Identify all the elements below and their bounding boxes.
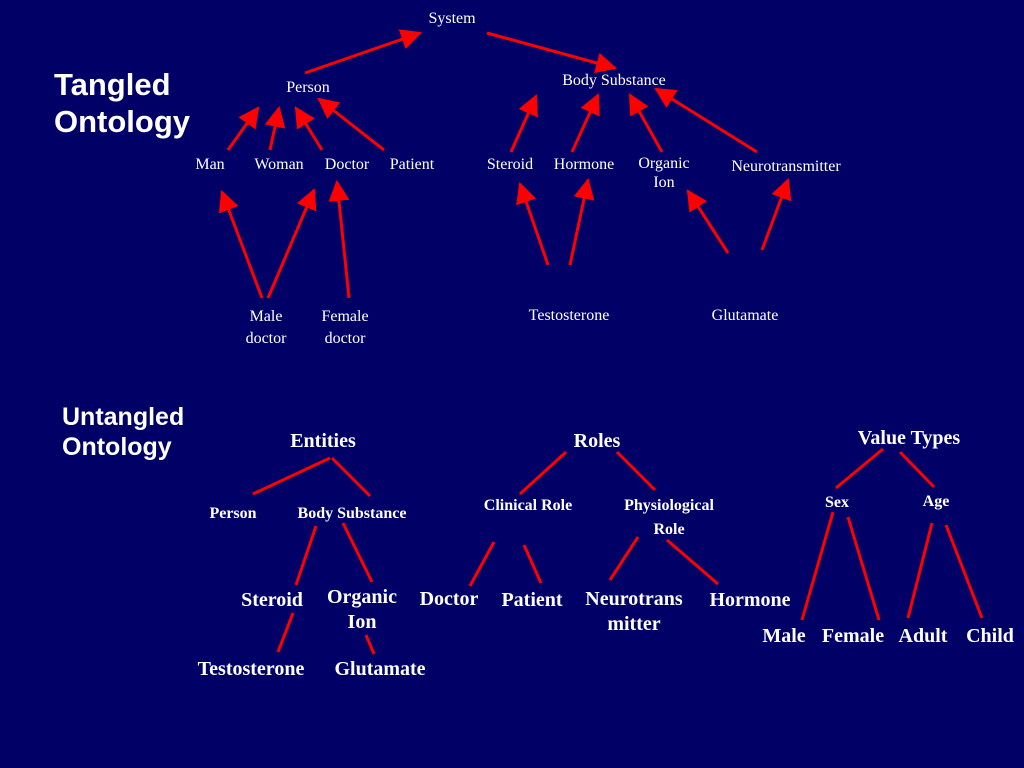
node-system: System: [428, 10, 476, 27]
node-sex: Sex: [825, 494, 849, 511]
untangled-line-12: [666, 538, 719, 586]
node-neurotransmitter: Neurotransmitter: [731, 158, 841, 175]
node-doctor-u: Doctor: [419, 588, 479, 610]
tangled-arrow-10: [654, 87, 758, 154]
node-body-substance: Body Substance: [562, 72, 666, 89]
node-doctor: Doctor: [324, 156, 370, 173]
tangled-arrow-4: [264, 105, 286, 151]
node-man: Man: [195, 156, 225, 173]
node-glutamate: Glutamate: [711, 307, 779, 324]
node-adult: Adult: [898, 625, 948, 647]
untangled-line-5: [835, 447, 884, 490]
node-woman: Woman: [254, 156, 304, 173]
tangled-arrow-8: [570, 93, 600, 153]
node-male-doctor: Male doctor: [245, 308, 287, 348]
node-hormone-u: Hormone: [709, 589, 791, 611]
untangled-line-15: [906, 522, 934, 619]
node-steroid-u: Steroid: [241, 589, 303, 611]
node-child: Child: [966, 625, 1014, 647]
tangled-arrow-17: [760, 178, 792, 251]
node-hormone: Hormone: [553, 156, 615, 173]
node-person-u: Person: [209, 505, 257, 522]
untangled-line-1: [252, 456, 331, 496]
node-clinical-role: Clinical Role: [483, 497, 573, 514]
untangled-line-4: [615, 450, 657, 492]
node-organic-ion-u: Organic Ion: [327, 586, 397, 633]
node-body-substance-u: Body Substance: [297, 505, 407, 522]
node-female-doctor: Female doctor: [321, 308, 369, 348]
untangled-line-6: [898, 450, 936, 489]
node-person: Person: [286, 79, 330, 96]
node-age: Age: [922, 493, 950, 510]
node-glutamate-u: Glutamate: [334, 658, 426, 680]
tangled-arrow-15: [568, 177, 595, 266]
untangled-line-17: [276, 612, 295, 653]
tangled-arrow-12: [266, 188, 317, 299]
node-steroid: Steroid: [486, 156, 534, 173]
untangled-line-13: [800, 511, 835, 621]
node-neurotransmitter-u: Neurotrans mitter: [585, 588, 683, 635]
tangled-arrow-1: [304, 29, 422, 75]
tangled-arrow-7: [509, 94, 538, 153]
tangled-arrow-14: [516, 182, 550, 266]
tangled-ontology-heading: Tangled Ontology: [54, 67, 191, 140]
untangled-line-18: [364, 634, 376, 655]
node-roles: Roles: [573, 430, 621, 452]
tangled-arrow-9: [628, 93, 664, 153]
tangled-arrow-13: [328, 179, 351, 299]
untangled-ontology-heading: Untangled Ontology: [62, 403, 185, 461]
tangled-arrow-11: [218, 190, 264, 299]
tangled-arrow-2: [486, 31, 618, 74]
untangled-line-3: [518, 450, 568, 496]
untangled-line-7: [294, 525, 318, 586]
untangled-line-14: [846, 516, 881, 621]
node-patient: Patient: [389, 156, 435, 173]
node-physiological-role: Physiological Role: [624, 497, 714, 538]
untangled-line-16: [944, 524, 984, 619]
node-entities: Entities: [290, 430, 356, 452]
node-testosterone: Testosterone: [528, 307, 610, 324]
untangled-line-11: [608, 536, 640, 581]
tangled-arrow-6: [317, 97, 385, 152]
untangled-line-2: [330, 456, 372, 498]
node-testosterone-u: Testosterone: [197, 658, 305, 680]
node-female: Female: [821, 625, 885, 647]
tangled-arrow-3: [226, 106, 260, 151]
untangled-line-8: [341, 522, 374, 583]
tangled-arrows: [218, 29, 792, 299]
node-value-types: Value Types: [857, 427, 961, 449]
untangled-lines: [252, 447, 984, 655]
tangled-arrow-5: [294, 106, 324, 151]
node-patient-u: Patient: [501, 589, 563, 611]
tangled-arrow-16: [686, 189, 730, 254]
untangled-line-10: [522, 544, 543, 584]
node-organic-ion: Organic Ion: [638, 155, 690, 192]
untangled-line-9: [468, 541, 496, 587]
node-male: Male: [762, 625, 806, 647]
